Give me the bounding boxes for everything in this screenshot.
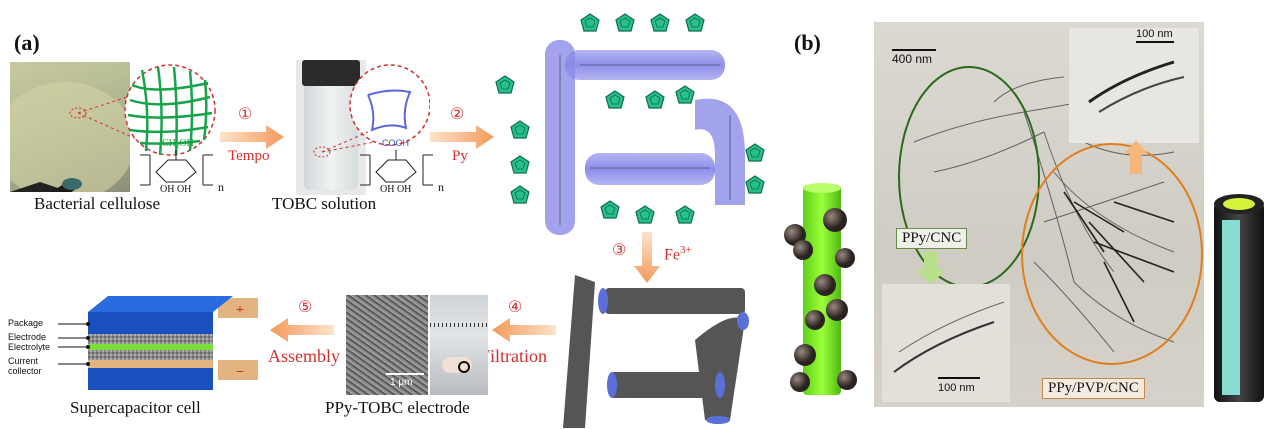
arrow-step-3 (634, 232, 660, 283)
scale-100nm-top: 100 nm (1136, 28, 1173, 40)
ppy-cnc-label: PPy/CNC (896, 228, 968, 249)
panel-b: (b) (770, 0, 1271, 429)
step3-label: Fe3+ (664, 244, 692, 264)
fe-text: Fe (664, 246, 680, 264)
ch2oh-label: CH₂OH (162, 138, 194, 149)
oh-oh-label-1: OH OH (160, 184, 192, 195)
electrode-photo (430, 295, 488, 395)
layer-electrode: Electrode (8, 332, 47, 342)
tweezer-illustration (10, 82, 130, 192)
step5-label: Assembly (268, 346, 340, 366)
nanofiber-network (882, 28, 1203, 402)
tobc-vial-photo (296, 60, 366, 195)
tobc-solution-label: TOBC solution (272, 194, 377, 213)
n-label-2: n (438, 180, 444, 194)
panel-b-label: (b) (794, 30, 821, 55)
cellulose-network-zoom (69, 64, 216, 156)
arrow-step-4 (492, 318, 556, 342)
step3-number: ③ (612, 242, 627, 259)
ppy-tobc-electrode-label: PPy-TOBC electrode (325, 398, 470, 417)
tobc-structure (360, 150, 433, 186)
bacterial-cellulose-photo (10, 62, 130, 192)
tobc-zoom (313, 64, 430, 158)
step2-label: Py (452, 148, 468, 164)
bacterial-cellulose-label: Bacterial cellulose (34, 194, 161, 213)
arrow-step-1 (220, 125, 284, 149)
svg-text:−: − (236, 365, 244, 380)
step2-number: ② (450, 106, 465, 123)
arrow-step-5 (270, 318, 334, 342)
step4-label: Filtration (480, 346, 547, 366)
panel-a-label: (a) (14, 30, 40, 55)
supercapacitor-cell-label: Supercapacitor cell (70, 398, 201, 417)
layer-collector: collector (8, 366, 42, 376)
tem-image: 400 nm 100 nm 100 nm PPy/CNC PPy/PVP/CNC (874, 22, 1204, 407)
scale-400nm: 400 nm (892, 52, 933, 66)
cooh-label: COOH (382, 138, 409, 148)
n-label-1: n (218, 180, 224, 194)
sem-image: 1 μm (346, 295, 428, 395)
supercapacitor-cell: + − (58, 296, 258, 390)
ppy-cnc-rod-model (784, 183, 857, 395)
layer-current: Current (8, 356, 39, 366)
panel-a: (a) CH₂OH OH OH n Bacterial ce (8, 13, 765, 428)
ppy-tubes (563, 275, 749, 428)
ppy-pvp-cnc-label: PPy/PVP/CNC (1042, 378, 1145, 399)
layer-package: Package (8, 318, 44, 328)
step1-label: Tempo (228, 148, 270, 164)
arrow-step-2 (430, 125, 494, 149)
coaxial-cylinder-model (1214, 194, 1264, 402)
step5-number: ⑤ (298, 299, 313, 316)
step4-number: ④ (508, 299, 523, 316)
fe-superscript: 3+ (680, 244, 692, 256)
step1-number: ① (238, 106, 253, 123)
scale-1um: 1 μm (390, 377, 413, 388)
oh-oh-label-2: OH OH (380, 184, 412, 195)
py-tobc-complex (495, 13, 765, 235)
cellulose-structure (140, 150, 213, 186)
scale-100nm-bottom: 100 nm (938, 382, 975, 394)
layer-electrolyte: Electrolyte (8, 342, 51, 352)
svg-text:+: + (236, 303, 244, 318)
